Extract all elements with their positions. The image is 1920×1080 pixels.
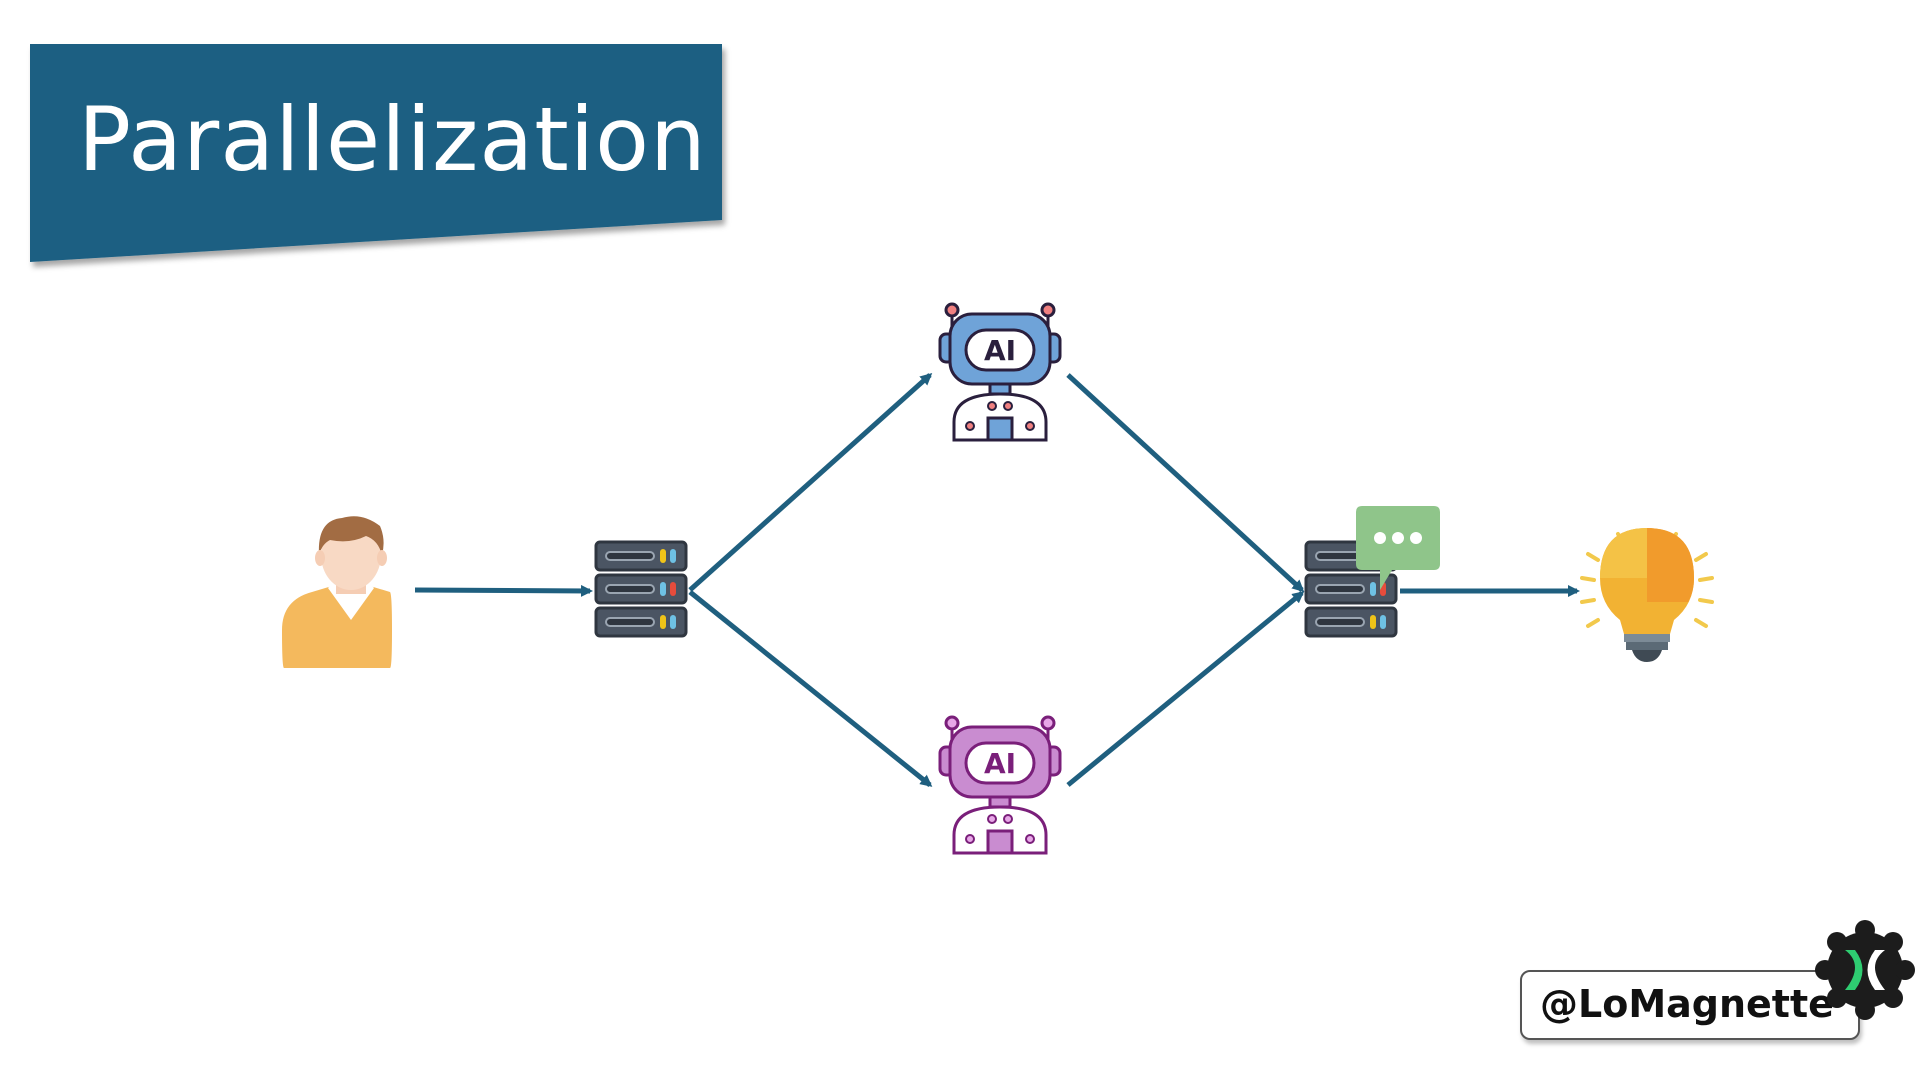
robot-ai-icon: AI	[938, 302, 1062, 442]
gear-logo-icon	[1815, 920, 1915, 1020]
server-rack-3	[594, 606, 688, 638]
server-rack-1	[594, 540, 688, 572]
chat-bubble-icon	[1356, 506, 1440, 590]
robot-label: AI	[984, 747, 1016, 780]
page-title: Parallelization	[78, 88, 707, 191]
robot-ai-icon: AI	[938, 715, 1062, 855]
robot-label: AI	[984, 334, 1016, 367]
arrow-llm-top-to-aggregator	[1066, 373, 1305, 593]
title-banner-shape	[30, 44, 722, 262]
lightbulb-puzzle-icon	[1580, 528, 1714, 662]
author-handle: @LoMagnette	[1540, 982, 1834, 1026]
bulb-rays	[1580, 532, 1714, 628]
flow-arrows	[414, 372, 1580, 787]
server-rack-2	[1304, 573, 1398, 605]
arrow-llm-bottom-to-aggregator	[1066, 591, 1305, 787]
server-rack-3	[1304, 606, 1398, 638]
user-icon	[282, 516, 392, 668]
author-handle-box: @LoMagnette	[1520, 970, 1860, 1040]
server-rack-2	[594, 573, 688, 605]
arrow-user-to-router	[414, 584, 593, 597]
arrow-router-to-llm-bottom	[688, 590, 933, 787]
server-icon	[594, 540, 688, 638]
arrow-router-to-llm-top	[688, 372, 933, 592]
